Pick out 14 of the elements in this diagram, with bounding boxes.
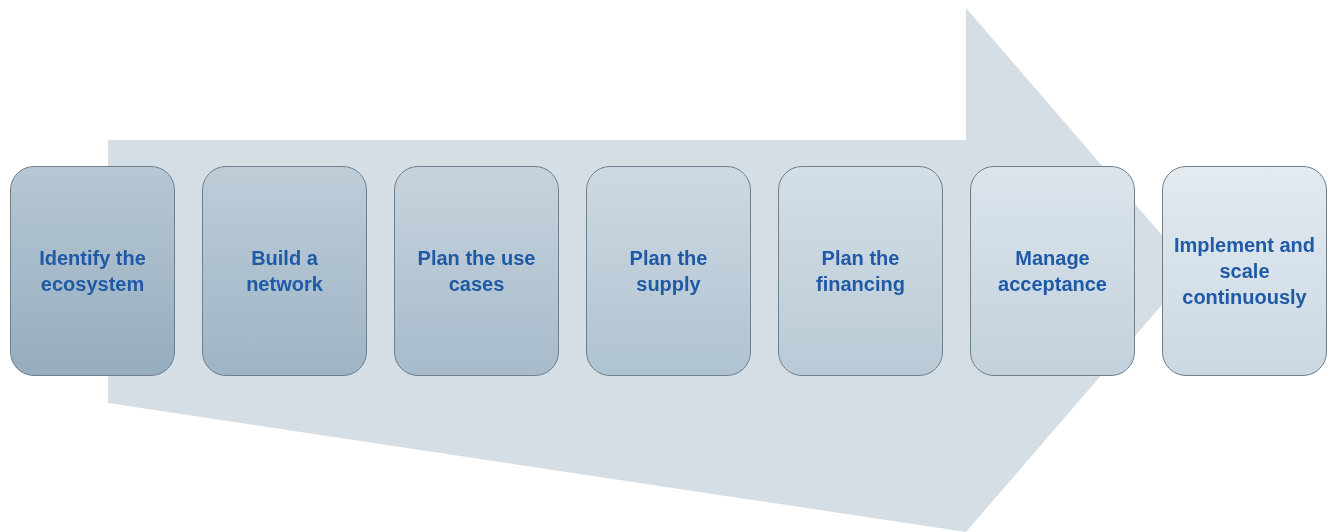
step-box <box>970 166 1135 376</box>
step-label: Build a network <box>245 246 324 297</box>
step-label: Plan the use cases <box>416 246 537 297</box>
step-box <box>202 166 367 376</box>
step-box <box>394 166 559 376</box>
step-box <box>778 166 943 376</box>
step-box <box>586 166 751 376</box>
step-label: Plan the financing <box>815 246 906 297</box>
step-box <box>1162 166 1327 376</box>
step-label: Manage acceptance <box>997 246 1108 297</box>
step-box <box>10 166 175 376</box>
step-label: Plan the supply <box>628 246 709 297</box>
step-label: Identify the ecosystem <box>38 246 147 297</box>
step-label: Implement and scale continuously <box>1172 233 1317 310</box>
